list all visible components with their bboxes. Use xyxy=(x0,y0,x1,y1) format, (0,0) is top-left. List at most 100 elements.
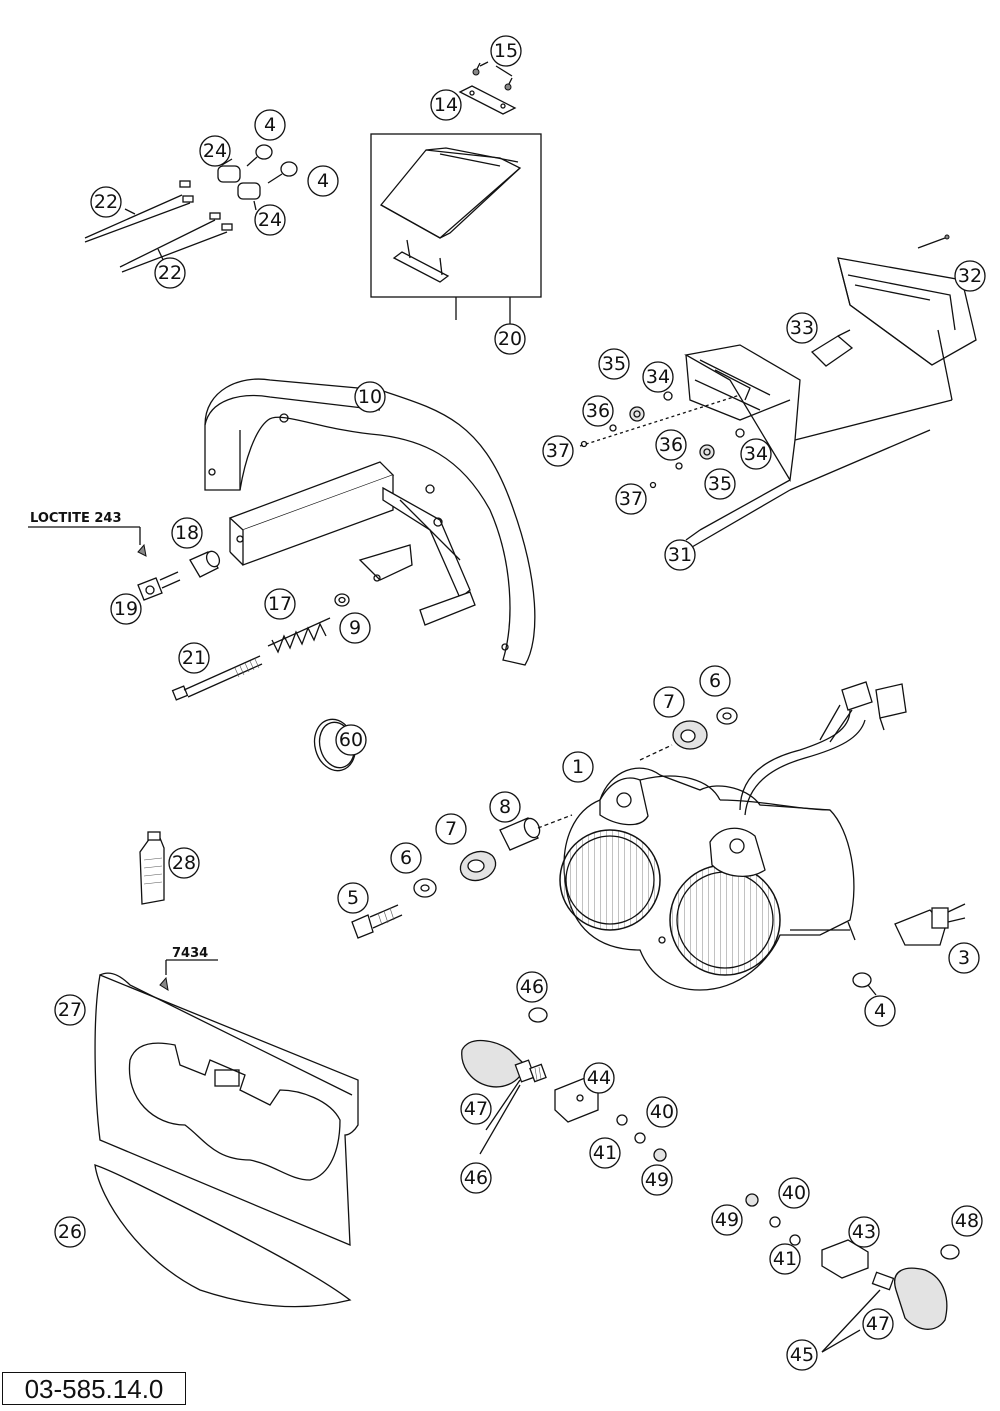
callout-28[interactable]: 28 xyxy=(168,847,200,879)
svg-text:26: 26 xyxy=(58,1221,82,1243)
callout-22-top[interactable]: 22 xyxy=(90,186,122,218)
callout-60[interactable]: 60 xyxy=(335,724,367,756)
callout-14[interactable]: 14 xyxy=(430,89,462,121)
callout-34-bottom[interactable]: 34 xyxy=(740,438,772,470)
callout-17[interactable]: 17 xyxy=(264,588,296,620)
tail-light-32 xyxy=(810,234,977,367)
svg-text:3: 3 xyxy=(958,947,970,969)
callout-37-bottom[interactable]: 37 xyxy=(615,483,647,515)
washer-6-upper xyxy=(716,707,738,725)
callout-20[interactable]: 20 xyxy=(494,323,526,355)
callout-49-lower[interactable]: 49 xyxy=(711,1204,743,1236)
callout-15[interactable]: 15 xyxy=(490,35,522,67)
svg-text:4: 4 xyxy=(264,114,276,136)
callout-35-top[interactable]: 35 xyxy=(598,348,630,380)
number-plate-27 xyxy=(94,959,359,1246)
callout-8[interactable]: 8 xyxy=(489,791,521,823)
bulb-socket-group xyxy=(217,144,298,211)
callout-10[interactable]: 10 xyxy=(354,381,386,413)
svg-text:6: 6 xyxy=(400,847,412,869)
callout-3[interactable]: 3 xyxy=(948,942,980,974)
bracket-14 xyxy=(458,85,517,115)
svg-text:15: 15 xyxy=(494,40,518,62)
callout-18[interactable]: 18 xyxy=(171,517,203,549)
callout-33[interactable]: 33 xyxy=(786,312,818,344)
callout-6-upper[interactable]: 6 xyxy=(699,665,731,697)
callout-37-top[interactable]: 37 xyxy=(542,435,574,467)
svg-text:35: 35 xyxy=(602,353,626,375)
callout-41-upper[interactable]: 41 xyxy=(589,1137,621,1169)
callout-5[interactable]: 5 xyxy=(337,882,369,914)
callout-43[interactable]: 43 xyxy=(848,1216,880,1248)
svg-text:35: 35 xyxy=(708,473,732,495)
svg-text:7: 7 xyxy=(445,818,457,840)
svg-text:19: 19 xyxy=(114,598,138,620)
callout-4-top[interactable]: 4 xyxy=(254,109,286,141)
callout-4-right[interactable]: 4 xyxy=(307,165,339,197)
callout-36-bottom[interactable]: 36 xyxy=(655,429,687,461)
callout-46-upper[interactable]: 46 xyxy=(516,971,548,1003)
callout-36-top[interactable]: 36 xyxy=(582,395,614,427)
callout-7-lower[interactable]: 7 xyxy=(435,813,467,845)
svg-text:33: 33 xyxy=(790,317,814,339)
callout-35-bottom[interactable]: 35 xyxy=(704,468,736,500)
svg-text:49: 49 xyxy=(645,1169,669,1191)
svg-text:49: 49 xyxy=(715,1209,739,1231)
callout-24-top[interactable]: 24 xyxy=(199,135,231,167)
callout-32[interactable]: 32 xyxy=(954,260,986,292)
svg-text:48: 48 xyxy=(955,1210,979,1232)
callout-27[interactable]: 27 xyxy=(54,994,86,1026)
loctite-label: LOCTITE 243 xyxy=(30,511,122,526)
callout-45[interactable]: 45 xyxy=(786,1339,818,1371)
svg-text:41: 41 xyxy=(593,1142,617,1164)
svg-text:7: 7 xyxy=(663,691,675,713)
fairing-kit-20 xyxy=(370,133,542,320)
callout-24-bottom[interactable]: 24 xyxy=(254,204,286,236)
leader-lines xyxy=(509,297,791,548)
callout-47-right[interactable]: 47 xyxy=(862,1308,894,1340)
callout-21[interactable]: 21 xyxy=(178,642,210,674)
callout-22-bottom[interactable]: 22 xyxy=(154,257,186,289)
bolt-21 xyxy=(171,655,263,701)
svg-text:37: 37 xyxy=(619,488,643,510)
callout-31[interactable]: 31 xyxy=(664,539,696,571)
svg-text:34: 34 xyxy=(744,443,768,465)
svg-text:46: 46 xyxy=(520,976,544,998)
callout-47-left[interactable]: 47 xyxy=(460,1093,492,1125)
callout-34-top[interactable]: 34 xyxy=(642,361,674,393)
svg-text:8: 8 xyxy=(499,796,511,818)
grommet-7-upper xyxy=(639,720,708,761)
headlight-assembly-1 xyxy=(559,681,966,996)
callout-26[interactable]: 26 xyxy=(54,1216,86,1248)
svg-text:24: 24 xyxy=(258,209,282,231)
headlight-bracket-10 xyxy=(204,378,536,666)
svg-text:22: 22 xyxy=(94,191,118,213)
callout-41-lower[interactable]: 41 xyxy=(769,1243,801,1275)
license-holder-31 xyxy=(579,329,953,541)
callout-49-upper[interactable]: 49 xyxy=(641,1164,673,1196)
callout-40-upper[interactable]: 40 xyxy=(646,1096,678,1128)
callout-1[interactable]: 1 xyxy=(562,751,594,783)
svg-text:44: 44 xyxy=(587,1067,611,1089)
callout-46-lower[interactable]: 46 xyxy=(460,1162,492,1194)
callout-40-lower[interactable]: 40 xyxy=(778,1177,810,1209)
svg-text:45: 45 xyxy=(790,1344,814,1366)
indicator-right xyxy=(745,1193,960,1353)
spacer-18 xyxy=(189,550,221,578)
callout-9[interactable]: 9 xyxy=(339,612,371,644)
loctite-tube-28 xyxy=(139,831,165,905)
svg-text:41: 41 xyxy=(773,1248,797,1270)
sealant-label: 7434 xyxy=(172,946,208,961)
callout-44[interactable]: 44 xyxy=(583,1062,615,1094)
callout-7-upper[interactable]: 7 xyxy=(653,686,685,718)
screw-5 xyxy=(351,904,403,939)
callout-4-lower[interactable]: 4 xyxy=(864,995,896,1027)
callout-6-lower[interactable]: 6 xyxy=(390,842,422,874)
callout-19[interactable]: 19 xyxy=(110,593,142,625)
svg-text:6: 6 xyxy=(709,670,721,692)
svg-text:10: 10 xyxy=(358,386,382,408)
callout-48[interactable]: 48 xyxy=(951,1205,983,1237)
washer-6-lower xyxy=(413,878,437,898)
bushing-8 xyxy=(499,814,573,851)
